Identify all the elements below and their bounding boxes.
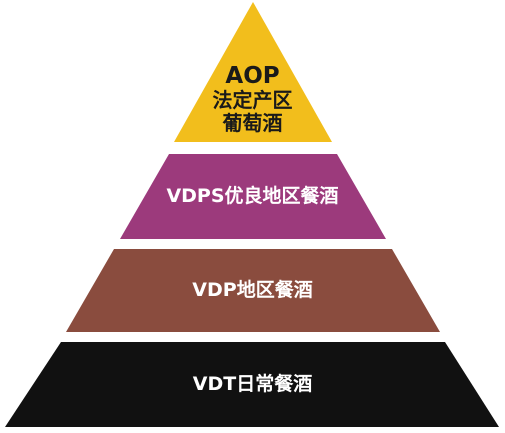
tier-aop-line-2: 法定产区: [212, 88, 293, 112]
pyramid-tier-vdp: [66, 249, 440, 332]
pyramid-tier-aop: [174, 2, 332, 142]
tier-aop-line-1: AOP: [225, 63, 280, 89]
pyramid-tier-vdps: [120, 154, 386, 239]
tier-aop-label: AOP 法定产区 葡萄酒: [0, 64, 505, 135]
tier-vdps-label: VDPS优良地区餐酒: [166, 185, 339, 207]
pyramid-tier-vdt: [5, 342, 499, 427]
tier-vdt-label: VDT日常餐酒: [192, 373, 313, 395]
tier-aop-line-3: 葡萄酒: [222, 111, 283, 135]
tier-vdp-label: VDP地区餐酒: [192, 279, 313, 301]
